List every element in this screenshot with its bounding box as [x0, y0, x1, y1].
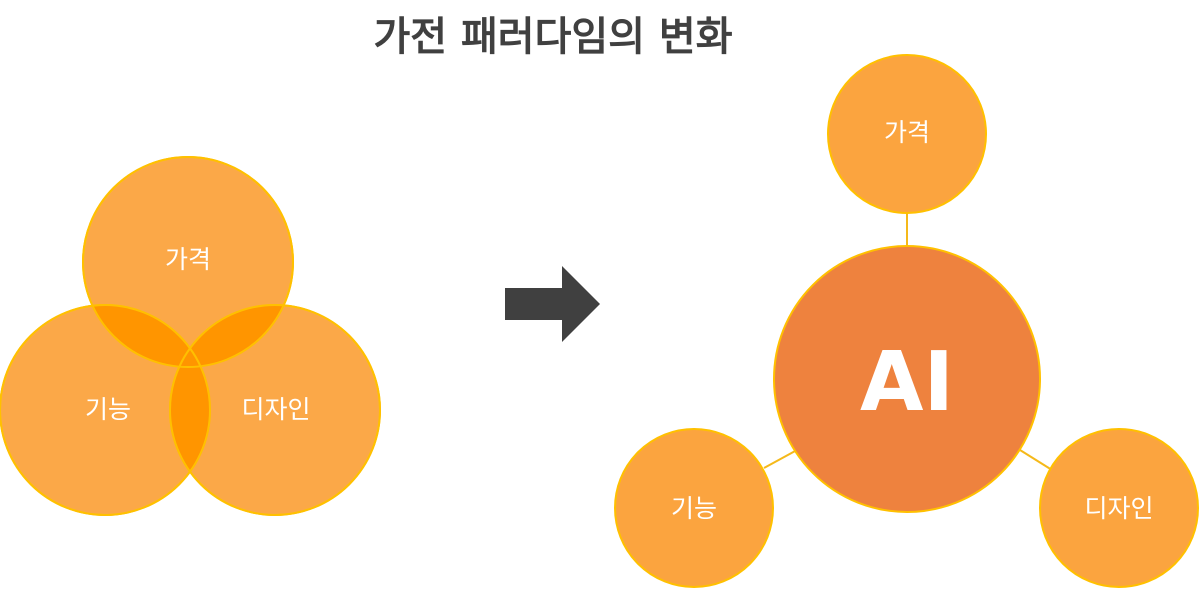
venn-label-function: 기능 — [85, 395, 131, 424]
page-title: 가전 패러다임의 변화 — [373, 14, 732, 60]
satellite-label-price: 가격 — [884, 118, 930, 147]
venn-group: 가격 기능 디자인 — [0, 156, 381, 516]
satellite-circle-design — [1039, 428, 1199, 588]
satellite-label-design: 디자인 — [1084, 494, 1153, 523]
venn-overlap-price-function — [83, 305, 210, 367]
venn-label-design: 디자인 — [241, 395, 310, 424]
satellite-circle-function — [614, 428, 774, 588]
venn-label-price: 가격 — [165, 245, 211, 274]
venn-overlap-price-design — [170, 305, 293, 367]
hub-label-ai: AI — [860, 335, 954, 430]
connector-design — [1019, 449, 1053, 471]
satellite-label-function: 기능 — [671, 494, 717, 523]
hub-group: AI 가격 기능 디자인 — [614, 54, 1199, 588]
connector-function — [763, 449, 798, 469]
right-arrow-icon — [505, 266, 600, 342]
hub-circle-ai — [773, 245, 1041, 513]
satellite-circle-price — [827, 54, 987, 214]
